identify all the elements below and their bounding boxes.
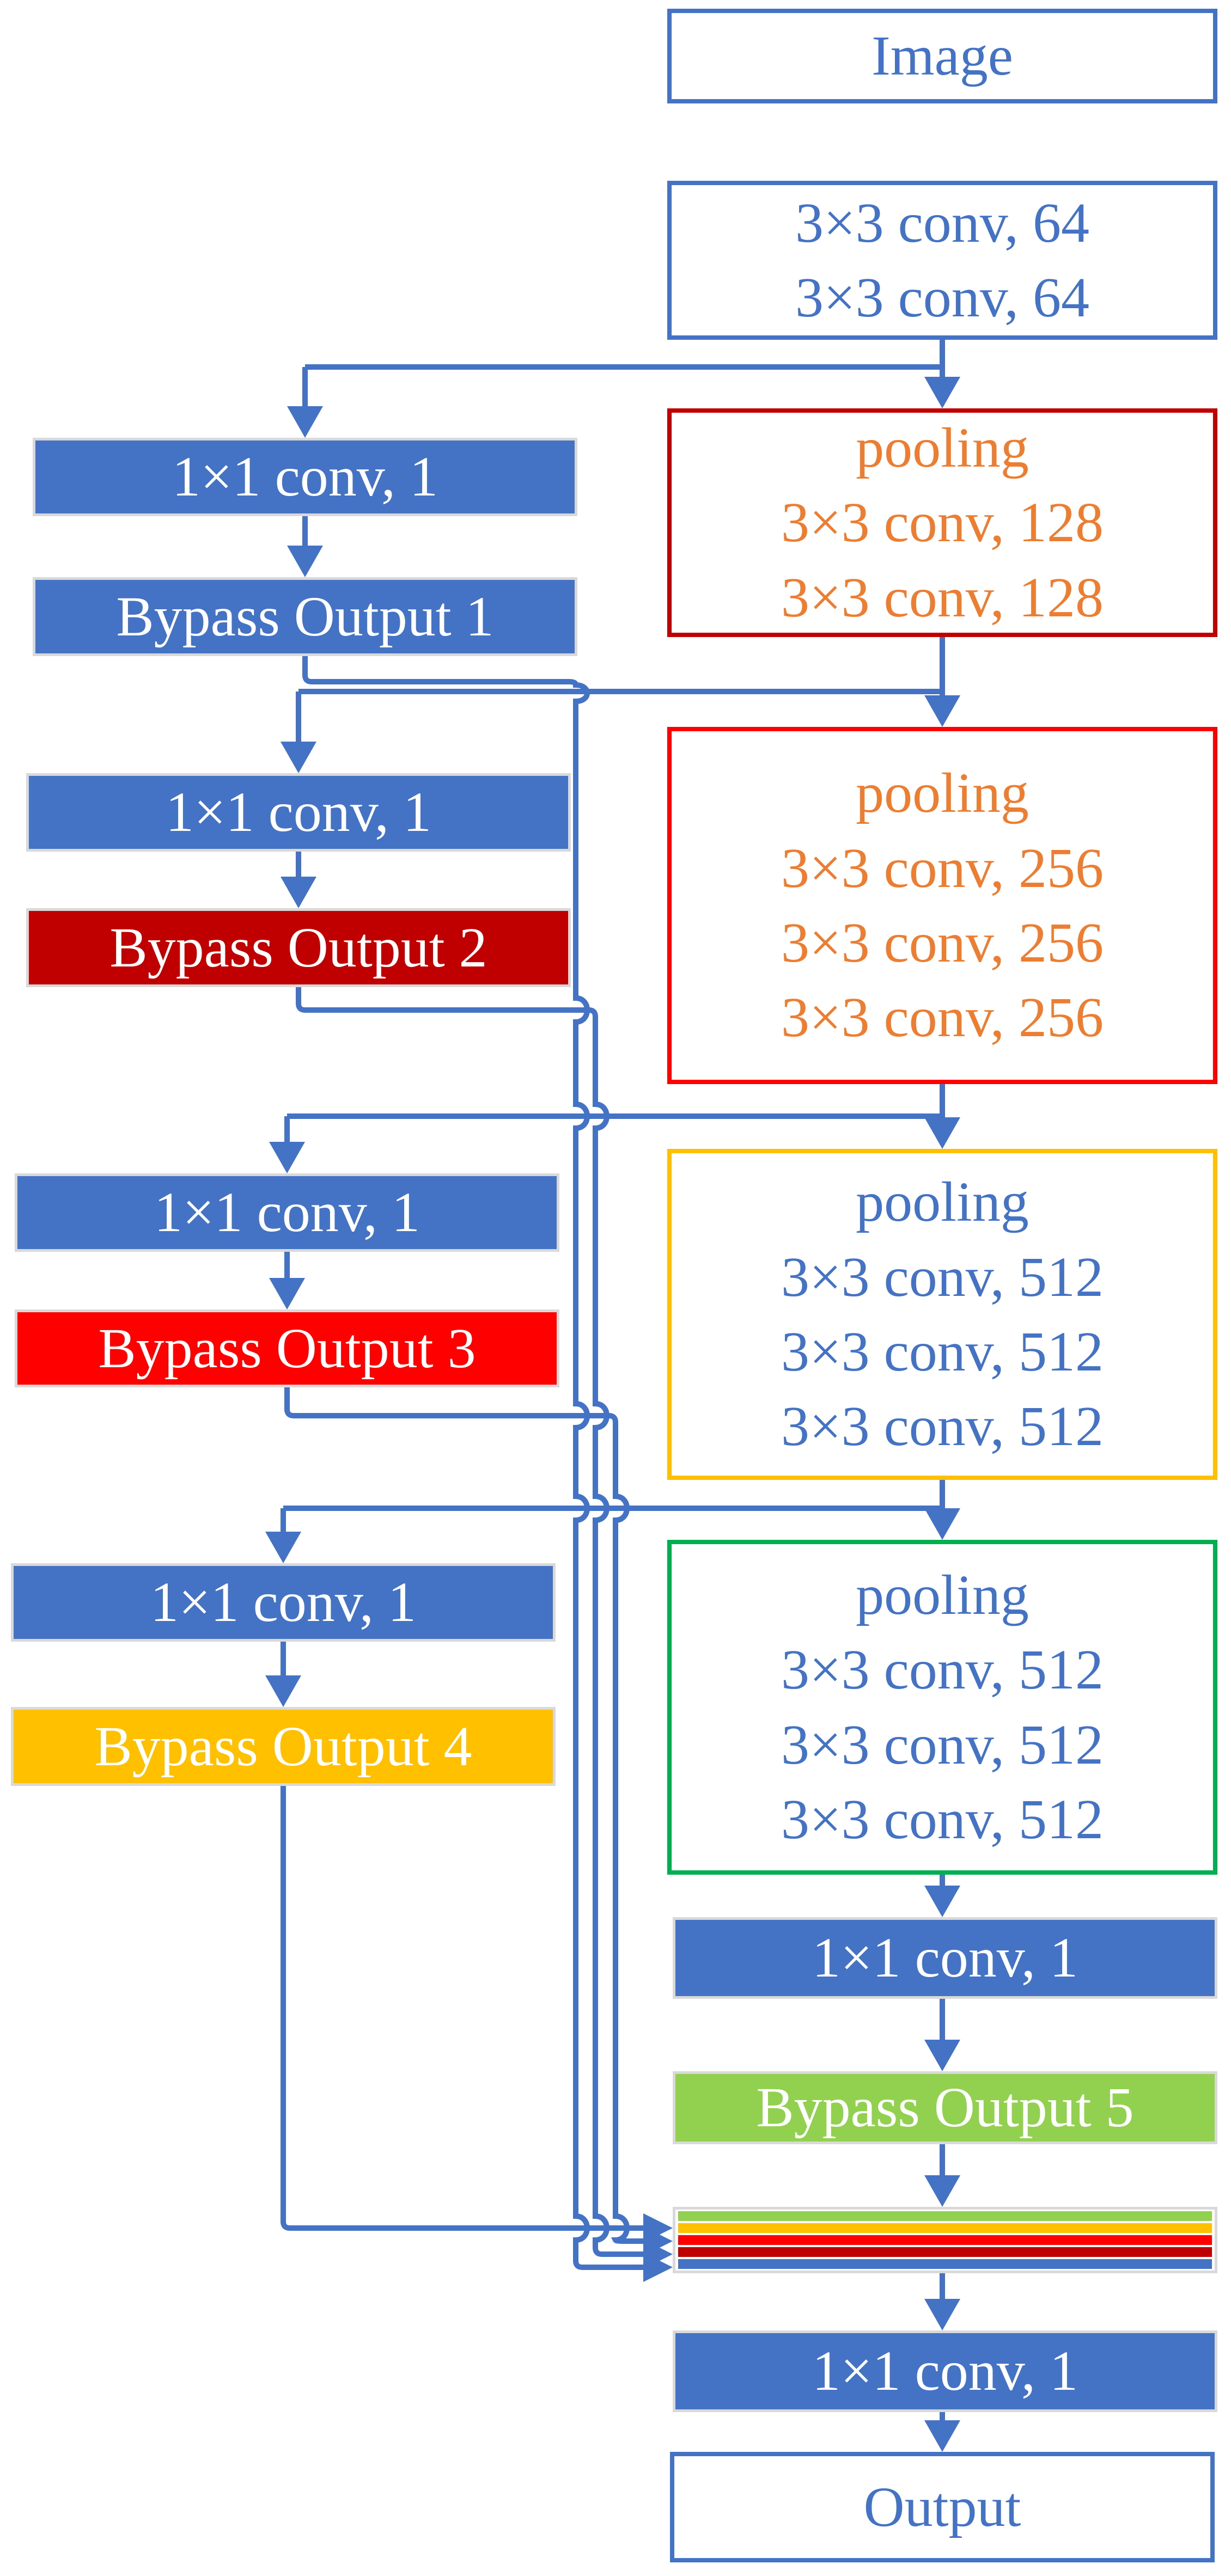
conv-layer-label: 3×3 conv, 64 bbox=[795, 266, 1090, 329]
bypass1-bus bbox=[302, 656, 673, 2282]
image-node: Image bbox=[667, 9, 1217, 103]
conv-layer-label: 3×3 conv, 512 bbox=[781, 1638, 1104, 1702]
conv-layer-label: 3×3 conv, 512 bbox=[781, 1245, 1104, 1308]
conv-block4-node: pooling 3×3 conv, 512 3×3 conv, 512 3×3 … bbox=[667, 1149, 1217, 1480]
pooling-label: pooling bbox=[856, 1171, 1029, 1234]
conv-layer-label: 3×3 conv, 512 bbox=[781, 1713, 1104, 1776]
fuse-conv-node: 1×1 conv, 1 bbox=[673, 2330, 1217, 2412]
conv-layer-label: 3×3 conv, 512 bbox=[781, 1395, 1104, 1458]
bypass-output2-label: Bypass Output 2 bbox=[109, 916, 487, 979]
bypass-output4-label: Bypass Output 4 bbox=[94, 1715, 472, 1778]
bypass-output5-label: Bypass Output 5 bbox=[756, 2076, 1134, 2139]
fuse-bar-bypass1 bbox=[678, 2259, 1212, 2269]
bypass3-bus bbox=[284, 1387, 673, 2256]
conv-layer-label: 3×3 conv, 64 bbox=[795, 191, 1090, 254]
output-label: Output bbox=[863, 2475, 1021, 2538]
bypass-output4-node: Bypass Output 4 bbox=[11, 1707, 556, 1786]
bypass-output1-node: Bypass Output 1 bbox=[33, 577, 577, 656]
fuse-bar-bypass5 bbox=[678, 2211, 1212, 2221]
conv-block1-node: 3×3 conv, 64 3×3 conv, 64 bbox=[667, 181, 1217, 340]
bypass-output1-label: Bypass Output 1 bbox=[116, 585, 494, 648]
conv-layer-label: 3×3 conv, 128 bbox=[781, 566, 1104, 629]
conv-layer-label: 3×3 conv, 128 bbox=[781, 491, 1104, 554]
bypass-output5-node: Bypass Output 5 bbox=[673, 2071, 1217, 2144]
pooling-label: pooling bbox=[856, 762, 1029, 825]
fuse-bar-bypass4 bbox=[678, 2223, 1212, 2233]
fuse-bar-bypass3 bbox=[678, 2235, 1212, 2245]
bypass-output3-label: Bypass Output 3 bbox=[98, 1317, 476, 1380]
conv-layer-label: 3×3 conv, 512 bbox=[781, 1788, 1104, 1851]
side-conv3-node: 1×1 conv, 1 bbox=[15, 1173, 559, 1252]
pooling-label: pooling bbox=[856, 417, 1029, 480]
conv-block5-node: pooling 3×3 conv, 512 3×3 conv, 512 3×3 … bbox=[667, 1540, 1217, 1875]
image-label: Image bbox=[872, 25, 1013, 88]
conv-block2-node: pooling 3×3 conv, 128 3×3 conv, 128 bbox=[667, 408, 1217, 637]
side-conv2-label: 1×1 conv, 1 bbox=[165, 781, 432, 844]
side-conv5-node: 1×1 conv, 1 bbox=[673, 1917, 1217, 1999]
conv-layer-label: 3×3 conv, 512 bbox=[781, 1320, 1104, 1383]
conv-layer-label: 3×3 conv, 256 bbox=[781, 986, 1104, 1049]
bypass-output2-node: Bypass Output 2 bbox=[26, 908, 571, 987]
conv-block3-node: pooling 3×3 conv, 256 3×3 conv, 256 3×3 … bbox=[667, 727, 1217, 1084]
side-conv-to-bypass-arrows bbox=[265, 516, 323, 1707]
side-conv4-node: 1×1 conv, 1 bbox=[11, 1563, 556, 1642]
side-conv1-label: 1×1 conv, 1 bbox=[172, 445, 438, 509]
fuse-conv-label: 1×1 conv, 1 bbox=[812, 2340, 1078, 2403]
side-conv1-node: 1×1 conv, 1 bbox=[33, 438, 577, 516]
conv-layer-label: 3×3 conv, 256 bbox=[781, 836, 1104, 900]
bypass-output3-node: Bypass Output 3 bbox=[15, 1310, 559, 1387]
pooling-label: pooling bbox=[856, 1563, 1029, 1626]
fuse-bar-bypass2 bbox=[678, 2247, 1212, 2257]
output-node: Output bbox=[670, 2452, 1215, 2562]
bypass4-line bbox=[281, 1786, 673, 2243]
side-conv4-label: 1×1 conv, 1 bbox=[150, 1571, 417, 1634]
fusion-stack bbox=[673, 2207, 1217, 2273]
side-conv5-label: 1×1 conv, 1 bbox=[812, 1926, 1078, 1990]
side-conv3-label: 1×1 conv, 1 bbox=[154, 1181, 421, 1244]
side-conv2-node: 1×1 conv, 1 bbox=[26, 773, 571, 852]
conv-layer-label: 3×3 conv, 256 bbox=[781, 911, 1104, 974]
